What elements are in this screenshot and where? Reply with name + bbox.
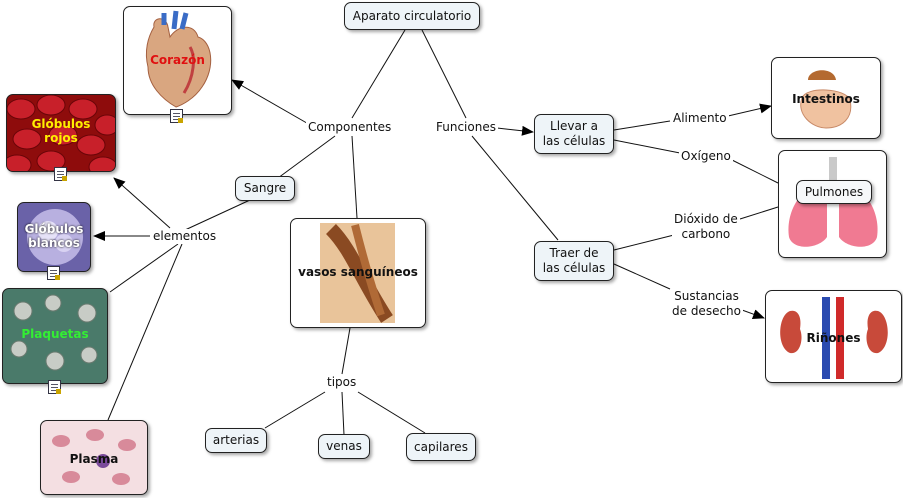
image-node-globulos-rojos[interactable]: Glóbulos rojos	[6, 94, 116, 172]
label-oxigeno: Oxígeno	[679, 149, 733, 164]
node-llevar[interactable]: Llevar a las células	[534, 114, 614, 154]
node-sangre[interactable]: Sangre	[235, 176, 295, 201]
link-root-funciones	[421, 29, 467, 119]
label-sustancias: Sustancias de desecho	[670, 289, 743, 319]
link-alimento-intestinos	[727, 103, 772, 117]
node-capilares[interactable]: capilares	[406, 433, 476, 461]
link-oxigeno-pulmones	[731, 159, 779, 184]
note-icon-globulos-rojos[interactable]	[54, 167, 67, 181]
intestinos-title: Intestinos	[792, 92, 860, 106]
image-node-vasos[interactable]: vasos sanguíneos	[290, 218, 426, 328]
kidneys-image	[780, 297, 888, 379]
label-funciones: Funciones	[434, 120, 498, 135]
link-elementos-plaquetas	[109, 243, 179, 293]
link-sangre-elementos	[184, 199, 251, 231]
node-venas[interactable]: venas	[318, 434, 370, 459]
link-funciones-traer	[471, 135, 559, 241]
image-node-plaquetas[interactable]: Plaquetas	[2, 288, 108, 384]
label-elementos: elementos	[151, 229, 219, 244]
link-traer-sustancias	[613, 263, 671, 290]
image-node-plasma[interactable]: Plasma	[40, 420, 148, 495]
intestines-image	[800, 70, 852, 129]
link-componentes-vasos	[351, 135, 358, 219]
vasos-title: vasos sanguíneos	[298, 265, 418, 279]
link-traer-dioxido	[613, 234, 675, 251]
link-componentes-corazon	[231, 79, 313, 127]
lungs-image	[788, 157, 878, 247]
plasma-title: Plasma	[69, 452, 119, 466]
red-cells-image	[7, 95, 115, 171]
link-funciones-llevar	[496, 125, 534, 136]
link-tipos-venas	[341, 391, 345, 436]
link-llevar-oxigeno	[613, 139, 681, 154]
label-componentes: Componentes	[306, 120, 394, 135]
note-icon-globulos-blancos[interactable]	[47, 266, 60, 280]
note-icon-corazon[interactable]	[170, 109, 183, 123]
label-tipos: tipos	[325, 375, 359, 390]
link-elementos-rojos	[113, 177, 171, 229]
platelets-image	[10, 294, 98, 371]
image-node-intestinos[interactable]: Intestinos	[771, 57, 881, 139]
blood-vessels-image	[320, 223, 395, 323]
root-node[interactable]: Aparato circulatorio	[344, 2, 480, 30]
link-dioxido-pulmones	[739, 206, 779, 220]
link-tipos-capilares	[357, 391, 426, 434]
image-node-corazon[interactable]: Corazón	[123, 6, 232, 115]
white-cell-image	[27, 209, 83, 265]
corazon-title: Corazón	[150, 53, 205, 67]
label-alimento: Alimento	[671, 111, 729, 126]
heart-image	[145, 10, 212, 108]
label-dioxido: Dióxido de carbono	[672, 212, 740, 242]
link-sustancias-rinones	[741, 309, 765, 319]
link-root-componentes	[351, 29, 406, 119]
globulos-rojos-title: Glóbulos rojos	[31, 117, 91, 145]
image-node-rinones[interactable]: Riñones	[765, 290, 902, 383]
link-elementos-plasma	[107, 243, 183, 421]
image-node-globulos-blancos[interactable]: Glóbulos blancos	[17, 202, 91, 272]
node-pulmones-label[interactable]: Pulmones	[796, 180, 872, 204]
node-traer[interactable]: Traer de las células	[534, 241, 614, 281]
link-vasos-tipos	[341, 327, 351, 375]
link-componentes-sangre	[277, 135, 336, 179]
plaquetas-title: Plaquetas	[21, 327, 89, 341]
plasma-image	[52, 429, 136, 485]
image-node-pulmones[interactable]	[778, 150, 887, 258]
rinones-title: Riñones	[806, 331, 861, 345]
note-icon-plaquetas[interactable]	[48, 380, 61, 394]
link-tipos-arterias	[264, 391, 326, 429]
globulos-blancos-title: Glóbulos blancos	[24, 222, 84, 250]
link-llevar-alimento	[613, 120, 671, 131]
node-arterias[interactable]: arterias	[205, 428, 267, 453]
